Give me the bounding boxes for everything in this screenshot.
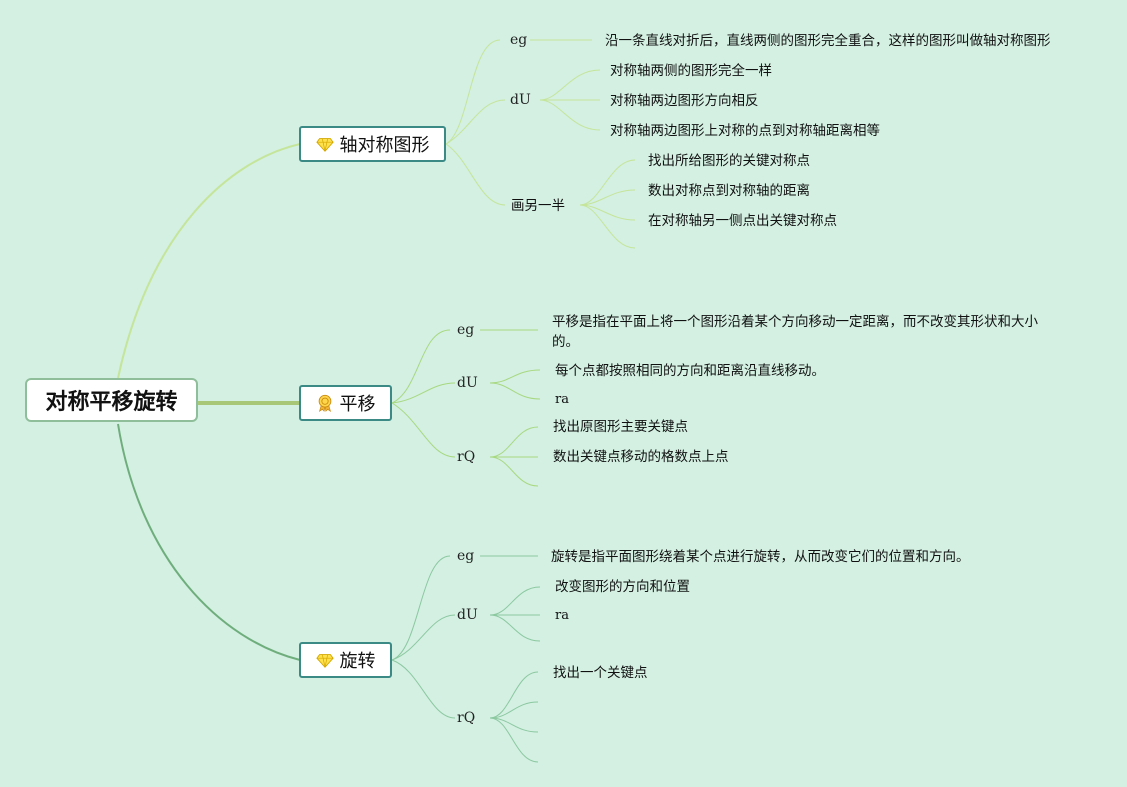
link-root-axis [117, 143, 301, 379]
leaf-item[interactable]: 找出所给图形的关键对称点 [648, 153, 810, 169]
branch-axis-symmetry[interactable]: 轴对称图形 [299, 126, 446, 162]
leaf-item[interactable]: 找出原图形主要关键点 [553, 419, 688, 435]
leaf-item[interactable]: 对称轴两边图形上对称的点到对称轴距离相等 [610, 123, 880, 139]
group-label[interactable]: 画另一半 [511, 198, 565, 214]
diamond-icon [315, 138, 334, 152]
branch-translation[interactable]: 平移 [299, 385, 392, 421]
leaf-item[interactable]: 平移是指在平面上将一个图形沿着某个方向移动一定距离，而不改变其形状和大小的。 [552, 314, 1038, 350]
branch-label: 平移 [339, 394, 376, 415]
diamond-icon [315, 654, 334, 668]
branch-label: 轴对称图形 [339, 135, 430, 156]
leaf-item[interactable]: 改变图形的方向和位置 [555, 579, 690, 595]
group-label[interactable]: dU [457, 607, 478, 623]
leaf-item[interactable]: ra [555, 392, 569, 407]
group-label[interactable]: dU [510, 92, 531, 108]
link-root-rotate [117, 423, 301, 661]
group-label[interactable]: rQ [457, 449, 476, 465]
leaf-item[interactable]: 在对称轴另一侧点出关键对称点 [648, 213, 837, 229]
root-topic[interactable]: 对称平移旋转 [25, 378, 198, 422]
leaf-item[interactable]: 对称轴两侧的图形完全一样 [610, 63, 772, 79]
group-label[interactable]: eg [510, 32, 528, 48]
leaf-item[interactable]: 数出关键点移动的格数点上点 [553, 449, 729, 465]
branch-label: 旋转 [339, 651, 376, 672]
root-title: 对称平移旋转 [45, 390, 178, 415]
group-label[interactable]: eg [457, 548, 475, 564]
group-label[interactable]: dU [457, 375, 478, 391]
group-label[interactable]: eg [457, 322, 475, 338]
leaf-item[interactable]: 对称轴两边图形方向相反 [610, 93, 759, 109]
leaf-item[interactable]: 旋转是指平面图形绕着某个点进行旋转，从而改变它们的位置和方向。 [551, 549, 970, 565]
leaf-item[interactable]: ra [555, 608, 569, 623]
group-label[interactable]: rQ [457, 710, 476, 726]
branch-rotation[interactable]: 旋转 [299, 642, 392, 678]
leaf-item[interactable]: 数出对称点到对称轴的距离 [648, 183, 810, 199]
leaf-item[interactable]: 每个点都按照相同的方向和距离沿直线移动。 [555, 363, 825, 379]
medal-icon [318, 394, 331, 412]
leaf-item[interactable]: 找出一个关键点 [553, 665, 648, 681]
leaf-item[interactable]: 沿一条直线对折后，直线两侧的图形完全重合，这样的图形叫做轴对称图形 [605, 33, 1051, 49]
